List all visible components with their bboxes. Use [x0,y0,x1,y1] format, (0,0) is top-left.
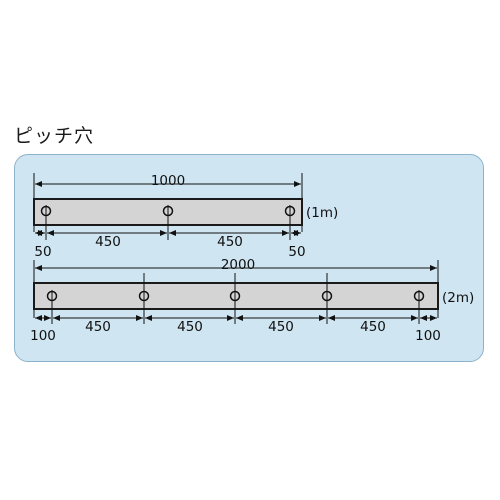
dim-2m-segments [35,273,437,324]
dim-label: 450 [177,319,203,335]
dim-label: 100 [415,328,441,344]
dim-label: 50 [34,244,51,260]
dim-label: 50 [288,244,305,260]
bar-1m-label: (1m) [306,205,338,221]
dim-label: 450 [268,319,294,335]
diagram-panel [14,154,484,362]
dim-1m-total-label: 1000 [151,173,185,189]
dim-label: 450 [360,319,386,335]
dim-label: 100 [30,328,56,344]
dim-1m-segments [35,205,301,240]
bar-2m [33,282,439,310]
section-title: ピッチ穴 [14,125,95,147]
dim-label: 450 [217,234,243,250]
dim-2m-total-label: 2000 [221,257,255,273]
bar-2m-label: (2m) [442,290,474,306]
dim-label: 450 [95,234,121,250]
dim-label: 450 [85,319,111,335]
